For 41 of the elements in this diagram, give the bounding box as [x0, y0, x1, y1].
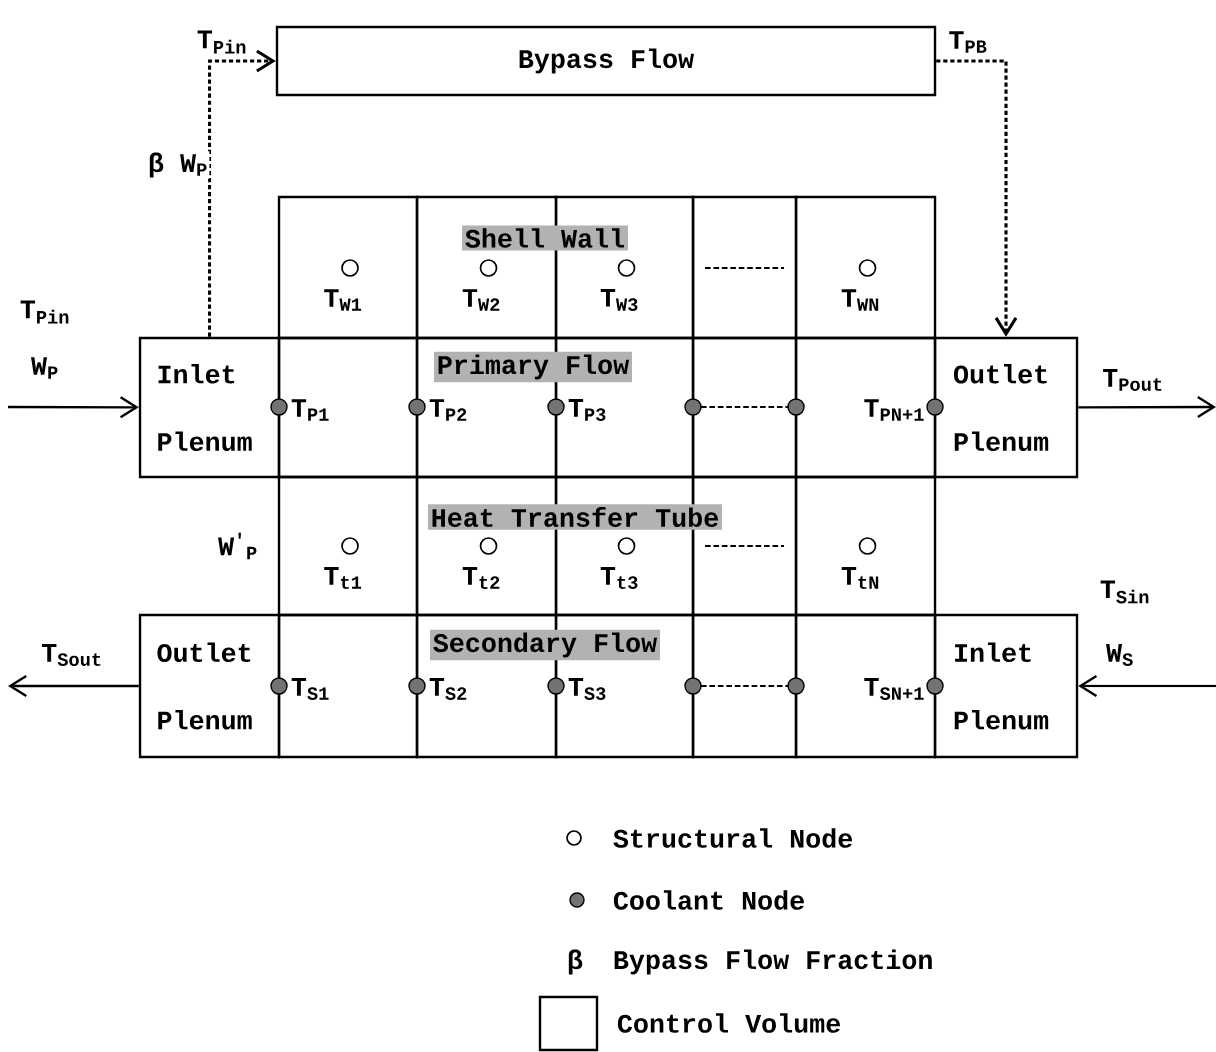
cell: T$_{t1}$	[277, 475, 419, 617]
arrow	[8, 675, 139, 697]
edge-label: β W$_{P}$	[146, 151, 210, 179]
cell: T$_{SN+1}$	[794, 613, 937, 759]
arrow	[207, 49, 276, 337]
shaded-label: Secondary Flow	[430, 629, 661, 661]
legend-text: Bypass Flow Fraction	[614, 949, 932, 975]
plenum-box: Outlet Plenum	[138, 613, 281, 759]
cell	[691, 195, 798, 340]
symbol-label: T$_{Sin}$	[1100, 580, 1149, 604]
symbol-label: T$_{Pin}$	[197, 30, 246, 54]
plenum-box: Inlet Plenum	[933, 613, 1079, 759]
symbol-label: T$_{Pout}$	[1103, 369, 1162, 391]
plenum-box: Inlet Plenum	[138, 336, 281, 479]
legend-text: Structural Node	[613, 828, 852, 848]
legend-text: Coolant Node	[613, 890, 804, 910]
cell: T$_{WN}$	[794, 195, 937, 340]
bypass-box: Bypass Flow	[275, 25, 937, 97]
cell: T$_{P1}$	[277, 336, 419, 479]
cell	[691, 336, 798, 479]
cell	[691, 613, 798, 759]
symbol-label: T$_{Pin}$	[20, 300, 69, 324]
legend-text: Control Volume	[617, 1013, 840, 1033]
arrow	[1078, 675, 1216, 697]
cell: T$_{W1}$	[277, 195, 419, 340]
cell: T$_{tN}$	[794, 475, 937, 617]
symbol-label: W$^{'}$P	[218, 532, 257, 560]
arrow	[8, 396, 139, 419]
shaded-label: Heat Transfer Tube	[427, 504, 723, 530]
symbol-label: W$_{S}$	[1106, 644, 1133, 666]
arrow	[936, 59, 1018, 337]
symbol-label: W$_{P}$	[31, 357, 58, 379]
symbol-label: β	[568, 949, 583, 975]
shaded-label: Primary Flow	[434, 351, 632, 383]
shaded-label: Shell Wall	[462, 225, 628, 251]
symbol-label: T$_{PB}$	[949, 31, 987, 53]
symbol-label: T$_{Sout}$	[42, 644, 101, 666]
arrow	[1078, 396, 1216, 419]
cell: T$_{PN+1}$	[794, 336, 937, 479]
plenum-box: Outlet Plenum	[933, 336, 1079, 479]
cell: T$_{S1}$	[277, 613, 419, 759]
